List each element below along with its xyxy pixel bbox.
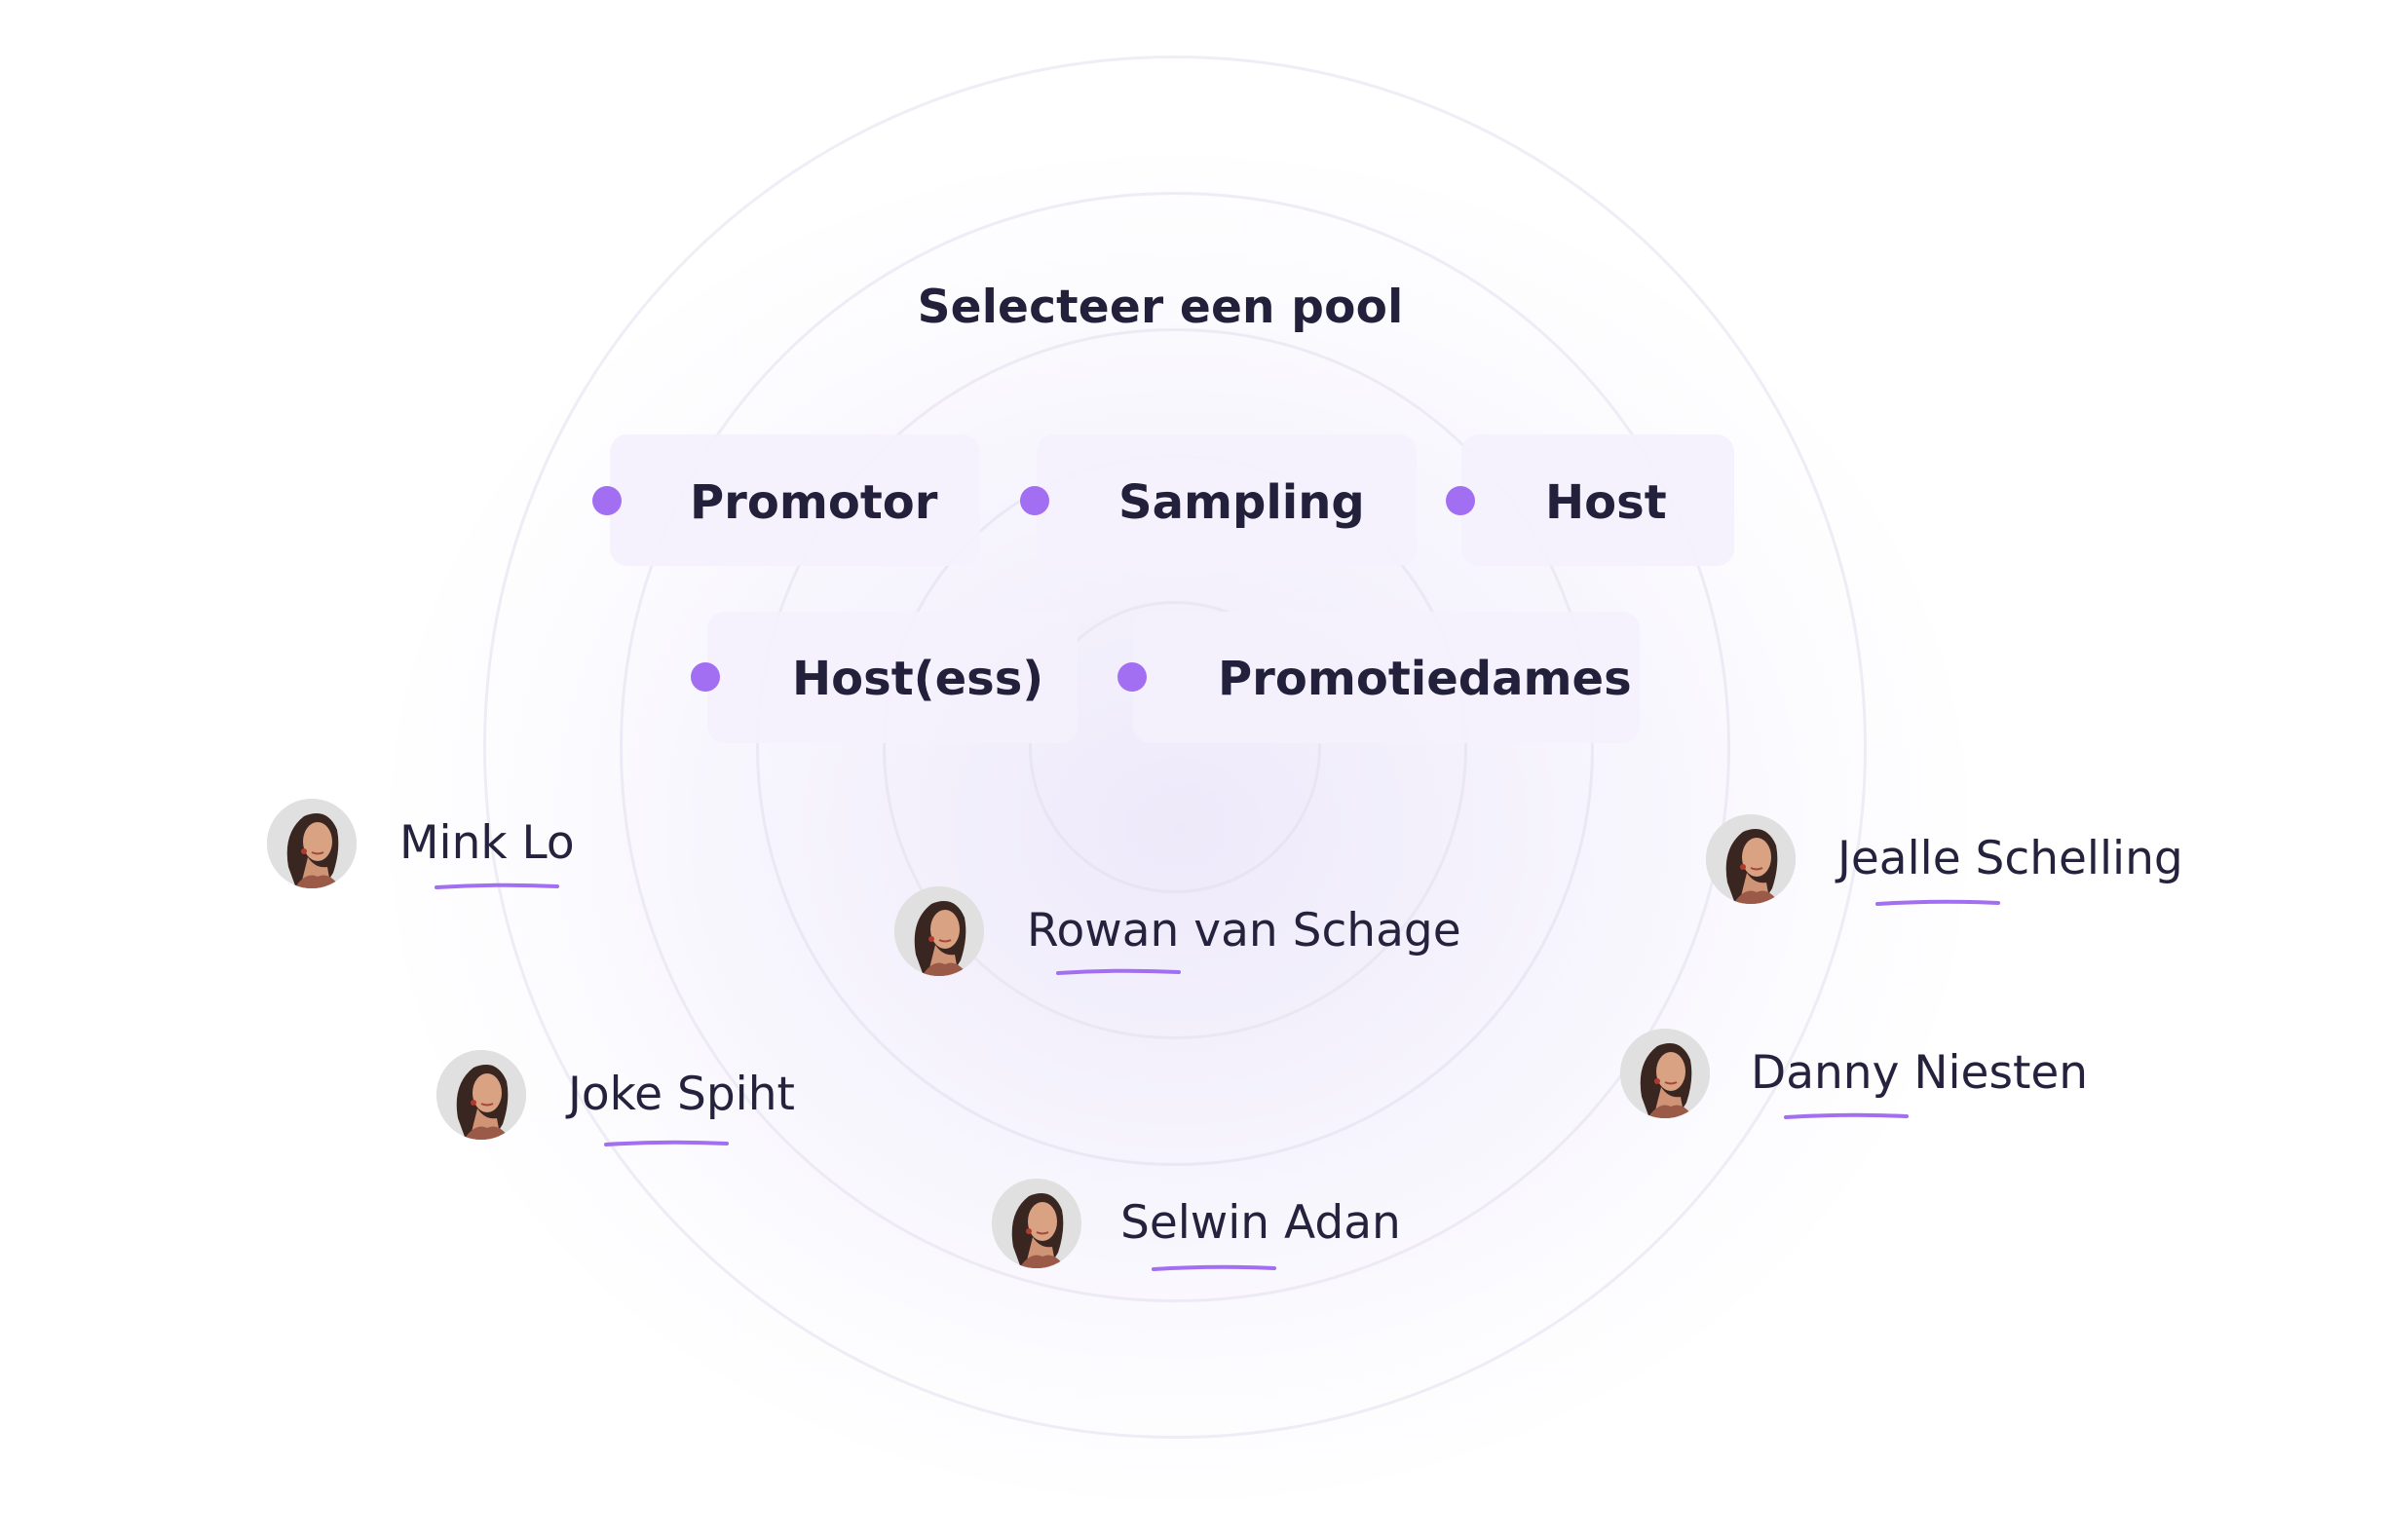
avatar — [436, 1050, 526, 1140]
pool-option-promotiedames[interactable]: Promotiedames — [1117, 612, 1640, 743]
pool-option-label: Promotiedames — [1218, 652, 1632, 706]
pool-option-label: Sampling — [1118, 475, 1365, 530]
pool-bullet-icon — [1117, 662, 1147, 692]
background-ring — [483, 56, 1867, 1439]
name-underline — [1875, 899, 2000, 906]
person-name: Rowan van Schage — [1027, 904, 1461, 958]
pool-option-label: Host — [1545, 475, 1667, 530]
pool-option-label: Host(ess) — [792, 652, 1044, 706]
avatar — [992, 1179, 1081, 1268]
name-underline — [1056, 968, 1181, 975]
name-underline — [435, 883, 559, 889]
name-underline — [604, 1140, 729, 1146]
person-name: Joke Spiht — [568, 1068, 795, 1121]
pool-option-hostess[interactable]: Host(ess) — [691, 612, 1078, 743]
person-name: Selwin Adan — [1120, 1196, 1401, 1250]
pool-bullet-icon — [1446, 486, 1475, 515]
pool-bullet-icon — [1020, 486, 1049, 515]
avatar — [894, 886, 984, 976]
pool-option-host[interactable]: Host — [1446, 434, 1734, 566]
person-name: Mink Lo — [399, 816, 575, 870]
pool-selector-title: Selecteer een pool — [917, 281, 1404, 334]
pool-option-sampling[interactable]: Sampling — [1020, 434, 1417, 566]
avatar — [1620, 1029, 1710, 1118]
avatar — [267, 799, 357, 888]
pool-bullet-icon — [592, 486, 622, 515]
person-name: Jealle Schelling — [1837, 832, 2183, 885]
pool-option-label: Promotor — [690, 475, 938, 530]
name-underline — [1784, 1112, 1909, 1119]
pool-bullet-icon — [691, 662, 720, 692]
person-name: Danny Niesten — [1751, 1046, 2089, 1100]
avatar — [1706, 814, 1796, 904]
pool-option-promotor[interactable]: Promotor — [592, 434, 980, 566]
name-underline — [1152, 1264, 1276, 1271]
